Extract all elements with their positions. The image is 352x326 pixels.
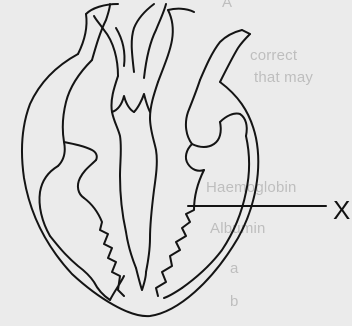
- right-valve-flap-b: [220, 113, 247, 136]
- heart-outline: [22, 54, 258, 316]
- aorta-left-wall: [94, 16, 118, 76]
- left-vessel-cap: [86, 4, 118, 14]
- right-atrium-wall: [186, 80, 200, 144]
- left-vessel-outer: [78, 14, 87, 54]
- aorta-right-wall: [132, 4, 154, 72]
- septum-right: [146, 82, 158, 272]
- left-valve-flap-a: [64, 142, 97, 160]
- left-atrium-inner: [39, 166, 58, 236]
- right-vessel-cap: [242, 30, 250, 34]
- left-ventricle-inner-line: [110, 276, 124, 300]
- right-valve-flap-c: [186, 144, 204, 171]
- pulmonary-branch: [168, 9, 194, 12]
- left-valve-flap-b: [78, 160, 96, 198]
- right-vessel-outer: [220, 34, 250, 82]
- right-valve-flap-a: [192, 122, 221, 147]
- septum-left: [111, 76, 136, 268]
- label-x: X: [333, 197, 350, 223]
- septum-notch-left: [112, 96, 134, 112]
- left-atrium-wall: [58, 60, 92, 166]
- left-vessel-inner: [92, 4, 110, 60]
- left-ventricle-trabeculae: [50, 198, 124, 300]
- septum-notch-right: [134, 94, 150, 112]
- right-vessel-inner: [200, 30, 242, 80]
- septum-base: [136, 268, 146, 290]
- right-ventricle-lower: [164, 288, 182, 298]
